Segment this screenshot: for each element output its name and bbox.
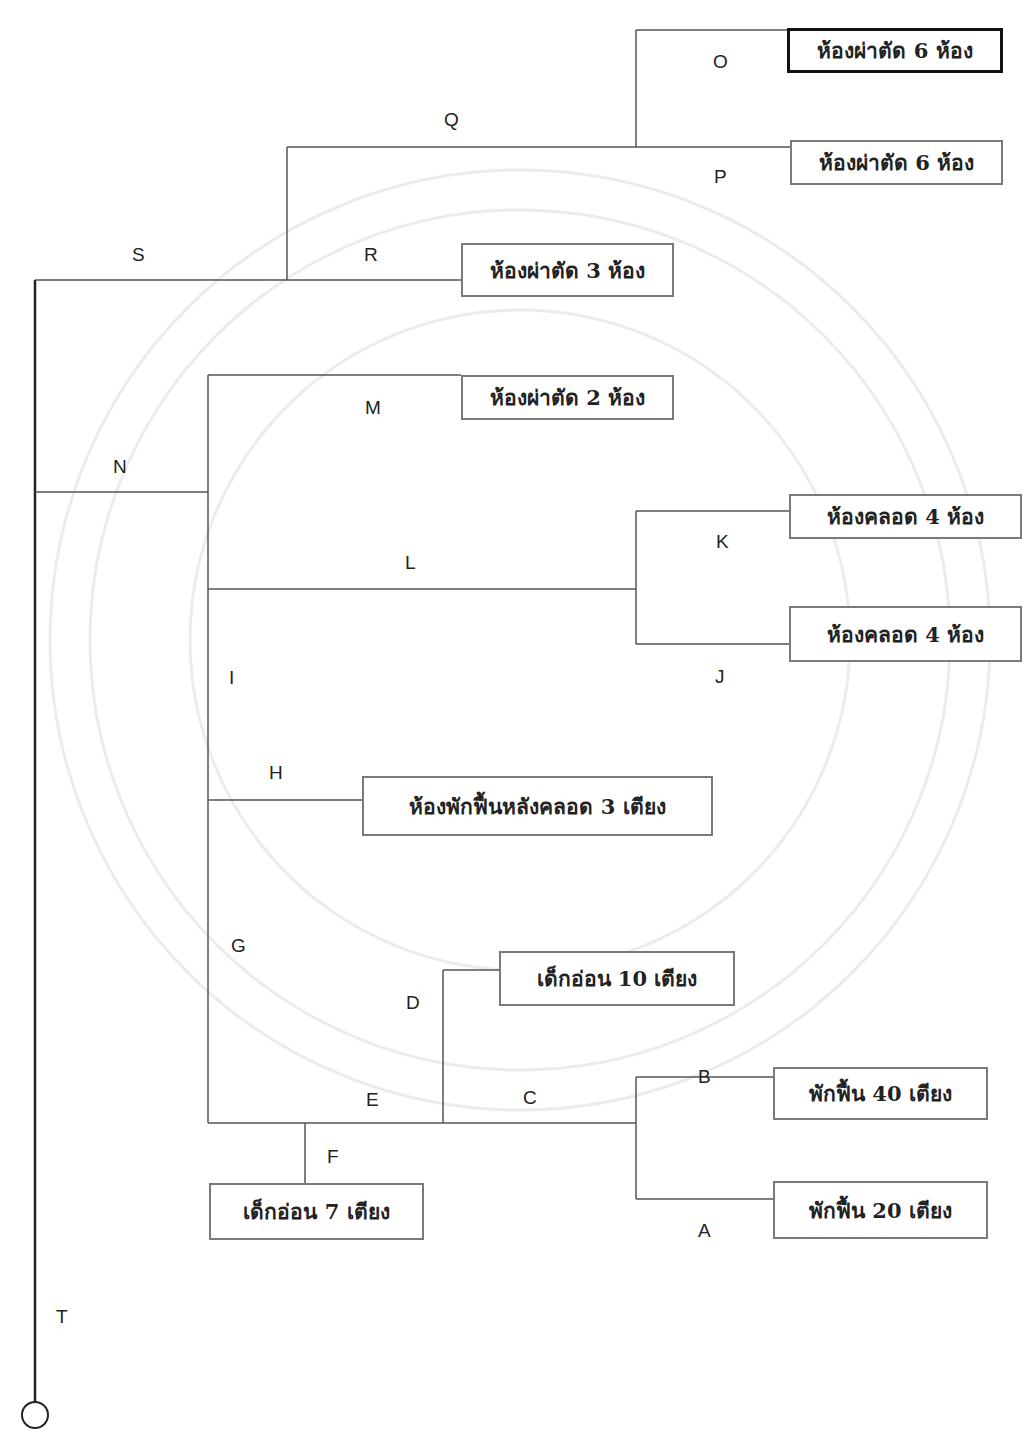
duct-line bbox=[636, 510, 790, 512]
room-label: ห้องผ่าตัด 6 ห้อง bbox=[819, 146, 974, 179]
duct-line bbox=[35, 491, 208, 493]
room-box: ห้องผ่าตัด 6 ห้อง bbox=[790, 140, 1003, 185]
room-box: ห้องคลอด 4 ห้อง bbox=[789, 494, 1022, 539]
room-label: ห้องผ่าตัด 6 ห้อง bbox=[817, 34, 972, 67]
segment-letter: D bbox=[406, 992, 420, 1014]
room-box: พักฟื้น 20 เตียง bbox=[773, 1181, 988, 1239]
room-box: ห้องพักฟื้นหลังคลอด 3 เตียง bbox=[362, 776, 713, 836]
duct-line bbox=[636, 29, 787, 31]
duct-lines bbox=[35, 30, 790, 1402]
room-label: ห้องคลอด 4 ห้อง bbox=[827, 500, 984, 533]
duct-line bbox=[635, 1077, 637, 1199]
segment-letter: S bbox=[132, 244, 145, 266]
room-label: พักฟื้น 20 เตียง bbox=[809, 1194, 952, 1227]
segment-letter: Q bbox=[444, 109, 459, 131]
source-circle bbox=[22, 1402, 48, 1428]
segment-letter: L bbox=[405, 552, 416, 574]
room-label: ห้องผ่าตัด 3 ห้อง bbox=[490, 254, 645, 287]
segment-letter: I bbox=[229, 667, 234, 689]
duct-line bbox=[208, 799, 362, 801]
watermark-seal bbox=[50, 170, 990, 1110]
duct-line bbox=[35, 279, 461, 281]
segment-letter: M bbox=[365, 397, 381, 419]
segment-letter: F bbox=[327, 1146, 339, 1168]
segment-letter: C bbox=[523, 1087, 537, 1109]
segment-letter: B bbox=[698, 1066, 711, 1088]
segment-letter: A bbox=[698, 1220, 711, 1242]
segment-letter: G bbox=[231, 935, 246, 957]
duct-line bbox=[34, 280, 37, 1402]
room-label: เด็กอ่อน 7 เตียง bbox=[243, 1195, 389, 1228]
room-label: ห้องพักฟื้นหลังคลอด 3 เตียง bbox=[409, 790, 665, 823]
room-box: พักฟื้น 40 เตียง bbox=[773, 1067, 988, 1120]
segment-letter: J bbox=[715, 666, 725, 688]
duct-line bbox=[208, 1122, 636, 1124]
room-label: ห้องคลอด 4 ห้อง bbox=[827, 618, 984, 651]
room-label: พักฟื้น 40 เตียง bbox=[809, 1077, 952, 1110]
segment-letter: T bbox=[56, 1306, 68, 1328]
segment-letter: N bbox=[113, 456, 127, 478]
duct-line bbox=[635, 30, 637, 147]
duct-line bbox=[287, 146, 790, 148]
duct-line bbox=[304, 1123, 306, 1183]
room-box: ห้องคลอด 4 ห้อง bbox=[789, 606, 1022, 662]
room-box: ห้องผ่าตัด 3 ห้อง bbox=[461, 243, 674, 297]
duct-line bbox=[636, 643, 790, 645]
room-box: เด็กอ่อน 10 เตียง bbox=[499, 951, 735, 1006]
duct-line bbox=[636, 1198, 773, 1200]
segment-letter: E bbox=[366, 1089, 379, 1111]
room-box: เด็กอ่อน 7 เตียง bbox=[209, 1183, 424, 1240]
segment-letter: P bbox=[714, 166, 727, 188]
duct-line bbox=[286, 147, 288, 280]
duct-line bbox=[207, 375, 209, 1123]
duct-line bbox=[442, 970, 444, 1123]
segment-letter: R bbox=[364, 244, 378, 266]
segment-letter: H bbox=[269, 762, 283, 784]
room-box: ห้องผ่าตัด 2 ห้อง bbox=[461, 375, 674, 420]
segment-letter: O bbox=[713, 51, 728, 73]
room-label: เด็กอ่อน 10 เตียง bbox=[537, 962, 698, 995]
room-label: ห้องผ่าตัด 2 ห้อง bbox=[490, 381, 645, 414]
duct-line bbox=[443, 969, 499, 971]
duct-line bbox=[208, 374, 461, 376]
duct-line bbox=[635, 511, 637, 644]
duct-line bbox=[208, 588, 636, 590]
segment-letter: K bbox=[716, 531, 729, 553]
room-box: ห้องผ่าตัด 6 ห้อง bbox=[787, 28, 1003, 73]
